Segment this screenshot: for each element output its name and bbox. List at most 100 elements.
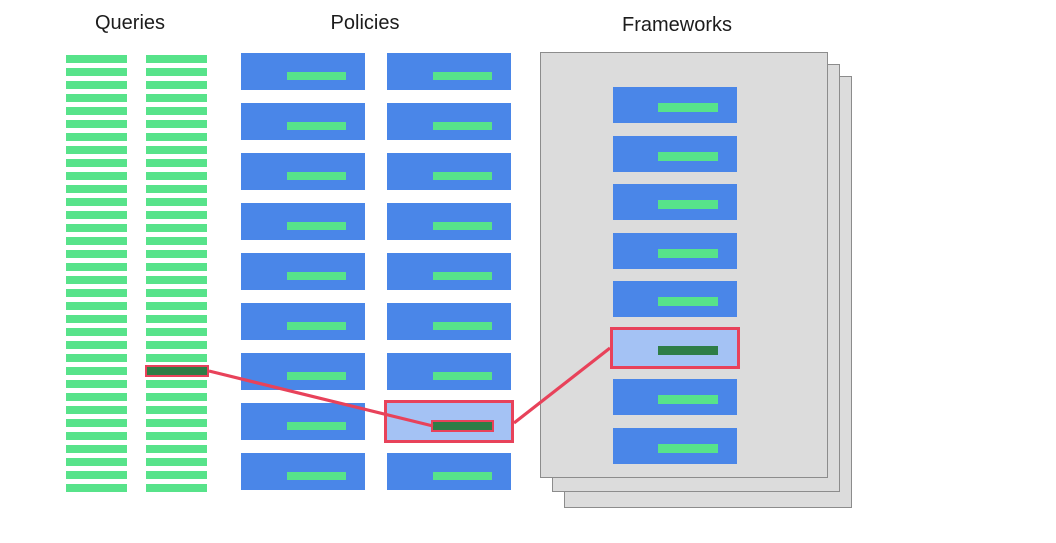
query-bar: [66, 120, 127, 128]
framework-label-bar: [658, 152, 718, 161]
query-bar: [146, 159, 207, 167]
policy-label-bar: [433, 272, 492, 280]
query-bar: [66, 185, 127, 193]
query-bar: [66, 55, 127, 63]
policy-label-bar: [433, 472, 492, 480]
query-bar: [146, 146, 207, 154]
policy-label-bar: [287, 122, 346, 130]
policy-box: [241, 453, 365, 490]
framework-label-bar: [658, 395, 718, 404]
framework-box: [613, 87, 737, 123]
policy-box: [387, 103, 511, 140]
policy-label-bar: [433, 122, 492, 130]
query-bar: [66, 172, 127, 180]
query-bar: [66, 393, 127, 401]
query-bar: [146, 315, 207, 323]
policy-box: [241, 303, 365, 340]
policy-box: [241, 203, 365, 240]
query-bar: [146, 276, 207, 284]
query-bar: [146, 81, 207, 89]
query-bar: [146, 458, 207, 466]
query-bar: [66, 224, 127, 232]
query-bar: [146, 432, 207, 440]
policy-box: [387, 203, 511, 240]
policy-box: [387, 353, 511, 390]
query-bar: [66, 263, 127, 271]
query-bar: [66, 159, 127, 167]
query-bar: [146, 224, 207, 232]
policy-label-bar: [287, 72, 346, 80]
query-bar: [66, 146, 127, 154]
framework-label-bar: [658, 200, 718, 209]
query-bar: [146, 393, 207, 401]
query-bar: [146, 172, 207, 180]
query-bar: [146, 471, 207, 479]
query-bar: [146, 406, 207, 414]
frameworks-title: Frameworks: [621, 14, 733, 36]
query-bar: [66, 250, 127, 258]
query-bar: [146, 328, 207, 336]
query-bar: [146, 107, 207, 115]
query-bar: [146, 302, 207, 310]
policy-box: [241, 53, 365, 90]
policies-title: Policies: [330, 12, 400, 34]
query-bar: [66, 107, 127, 115]
policy-label-bar: [287, 172, 346, 180]
query-bar: [66, 380, 127, 388]
queries-title: Queries: [94, 12, 166, 34]
query-bar: [66, 354, 127, 362]
query-bar: [66, 458, 127, 466]
query-bar: [66, 445, 127, 453]
highlighted-policy-box: [384, 400, 514, 443]
framework-box: [613, 136, 737, 172]
policy-label-bar: [287, 372, 346, 380]
query-bar: [146, 484, 207, 492]
policy-box: [241, 153, 365, 190]
highlighted-framework-label-bar: [658, 346, 718, 355]
query-bar: [146, 68, 207, 76]
query-bar: [146, 133, 207, 141]
policy-label-bar: [433, 172, 492, 180]
policy-box: [387, 153, 511, 190]
highlighted-query-bar: [145, 365, 209, 377]
query-bar: [146, 237, 207, 245]
policy-label-bar: [433, 72, 492, 80]
query-bar: [66, 289, 127, 297]
query-bar: [146, 185, 207, 193]
query-bar: [66, 68, 127, 76]
policy-label-bar: [287, 422, 346, 430]
query-bar: [66, 471, 127, 479]
framework-label-bar: [658, 444, 718, 453]
query-bar: [66, 484, 127, 492]
query-bar: [66, 198, 127, 206]
query-bar: [146, 211, 207, 219]
query-bar: [66, 328, 127, 336]
policy-label-bar: [287, 222, 346, 230]
framework-box: [613, 281, 737, 317]
policy-label-bar: [287, 272, 346, 280]
query-bar: [66, 432, 127, 440]
query-bar: [66, 302, 127, 310]
policy-label-bar: [433, 322, 492, 330]
query-bar: [146, 94, 207, 102]
framework-label-bar: [658, 297, 718, 306]
policy-box: [387, 253, 511, 290]
query-bar: [66, 211, 127, 219]
policy-label-bar: [287, 322, 346, 330]
framework-box: [613, 428, 737, 464]
framework-box: [613, 233, 737, 269]
query-bar: [146, 341, 207, 349]
query-bar: [66, 406, 127, 414]
query-bar: [66, 81, 127, 89]
policy-box: [387, 53, 511, 90]
query-bar: [66, 133, 127, 141]
query-bar: [146, 380, 207, 388]
query-bar: [146, 263, 207, 271]
query-bar: [66, 94, 127, 102]
policy-box: [387, 303, 511, 340]
highlighted-framework-box: [610, 327, 740, 369]
query-bar: [146, 445, 207, 453]
query-bar: [146, 198, 207, 206]
query-bar: [146, 289, 207, 297]
